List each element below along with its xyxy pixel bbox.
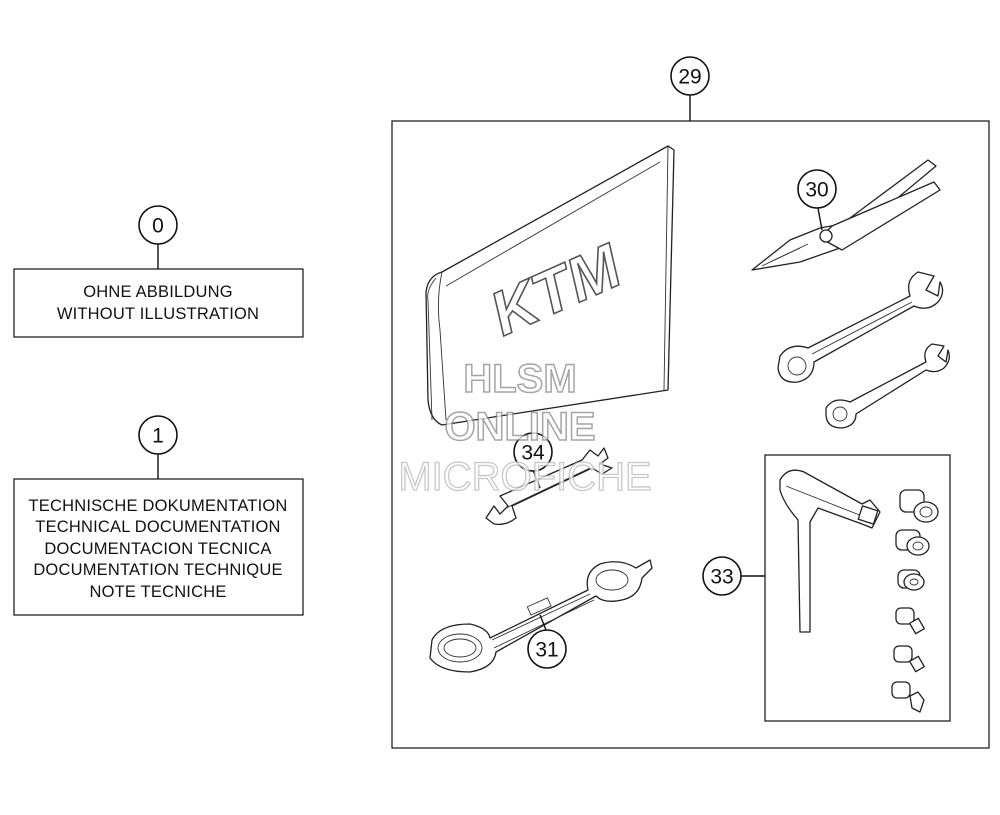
callout-33[interactable]: 33: [710, 566, 733, 589]
tech-doc-line-5: NOTE TECNICHE: [89, 583, 226, 601]
item-1-group: 1 TECHNISCHE DOKUMENTATION TECHNICAL DOC…: [13, 415, 304, 616]
open-end-wrench: 34: [485, 432, 613, 526]
tech-doc-line-1: TECHNISCHE DOKUMENTATION: [28, 497, 287, 515]
callout-29-circle: [670, 56, 710, 96]
technical-documentation-box: [13, 478, 304, 616]
callout-31-circle: [527, 629, 567, 669]
callout-30-circle: [797, 169, 837, 209]
watermark: HLSM ONLINE MICROFICHE: [398, 356, 653, 499]
callout-0[interactable]: 0: [152, 215, 164, 238]
bit-set-group: 33: [702, 454, 951, 722]
bit-socket-1: [899, 489, 939, 523]
ring-spanner-tool: 31: [429, 559, 653, 673]
tech-doc-line-2: TECHNICAL DOCUMENTATION: [35, 518, 280, 536]
tool-bag: KTM: [425, 145, 675, 426]
callout-33-circle: [702, 556, 742, 596]
leader-34: [532, 469, 541, 489]
tool-kit-group: 29 KTM 30: [391, 56, 990, 749]
callout-1-circle: [138, 415, 178, 455]
callout-34-circle: [513, 432, 553, 472]
callout-34[interactable]: 34: [521, 442, 545, 465]
leader-30: [817, 207, 823, 231]
tech-doc-line-4: DOCUMENTATION TECHNIQUE: [33, 561, 282, 579]
bit-socket-3: [897, 569, 925, 591]
no-illustration-line-2: WITHOUT ILLUSTRATION: [57, 305, 259, 323]
no-illustration-box: [13, 268, 304, 338]
small-combination-wrench: [825, 343, 950, 429]
leader-31: [539, 614, 547, 631]
callout-30[interactable]: 30: [805, 179, 828, 202]
bit-socket-2: [895, 529, 930, 556]
t-handle: [779, 469, 881, 633]
large-combination-wrench: [777, 271, 944, 383]
pliers-tool: 30: [751, 159, 941, 271]
bit-6: [891, 681, 925, 713]
callout-1[interactable]: 1: [152, 425, 164, 448]
bit-4: [895, 607, 925, 635]
no-illustration-line-1: OHNE ABBILDUNG: [83, 283, 233, 301]
tech-doc-line-3: DOCUMENTACION TECNICA: [44, 540, 271, 558]
watermark-line-2: ONLINE: [444, 405, 595, 449]
callout-31[interactable]: 31: [535, 639, 558, 662]
item-0-group: 0 OHNE ABBILDUNG WITHOUT ILLUSTRATION: [13, 205, 304, 338]
callout-0-circle: [138, 205, 178, 245]
watermark-line-3: MICROFICHE: [398, 455, 651, 499]
bit-5: [893, 645, 925, 673]
callout-29[interactable]: 29: [678, 66, 701, 89]
watermark-line-1: HLSM: [463, 357, 576, 401]
